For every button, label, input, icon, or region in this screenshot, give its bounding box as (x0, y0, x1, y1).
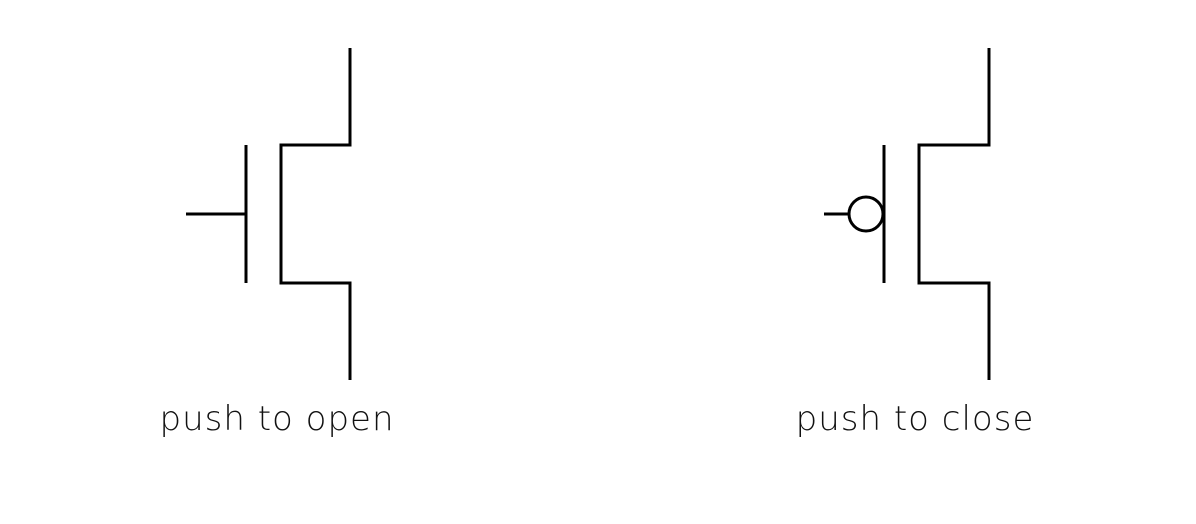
channel-path (917, 48, 991, 380)
push-to-open-label: push to open (160, 399, 395, 439)
push-to-close-label: push to close (796, 399, 1035, 439)
push-to-close-symbol: push to close (796, 48, 1035, 439)
channel-path (279, 48, 352, 380)
push-to-open-symbol: push to open (160, 48, 395, 439)
inversion-bubble (847, 195, 885, 233)
